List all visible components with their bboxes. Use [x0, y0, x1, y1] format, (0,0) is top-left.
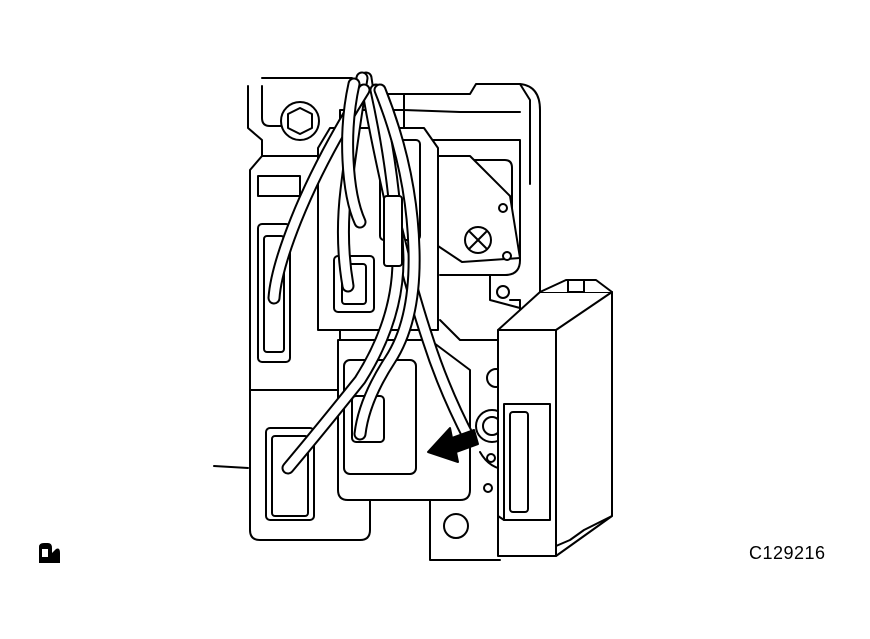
ecu-module-removed	[497, 279, 613, 557]
bolt-upper-left	[280, 101, 320, 141]
service-manual-symbol-icon	[39, 543, 60, 563]
direction-arrow-icon	[427, 427, 479, 463]
screw-bracket	[429, 155, 521, 299]
figure-code: C129216	[749, 543, 826, 563]
wire-harness	[267, 71, 477, 475]
